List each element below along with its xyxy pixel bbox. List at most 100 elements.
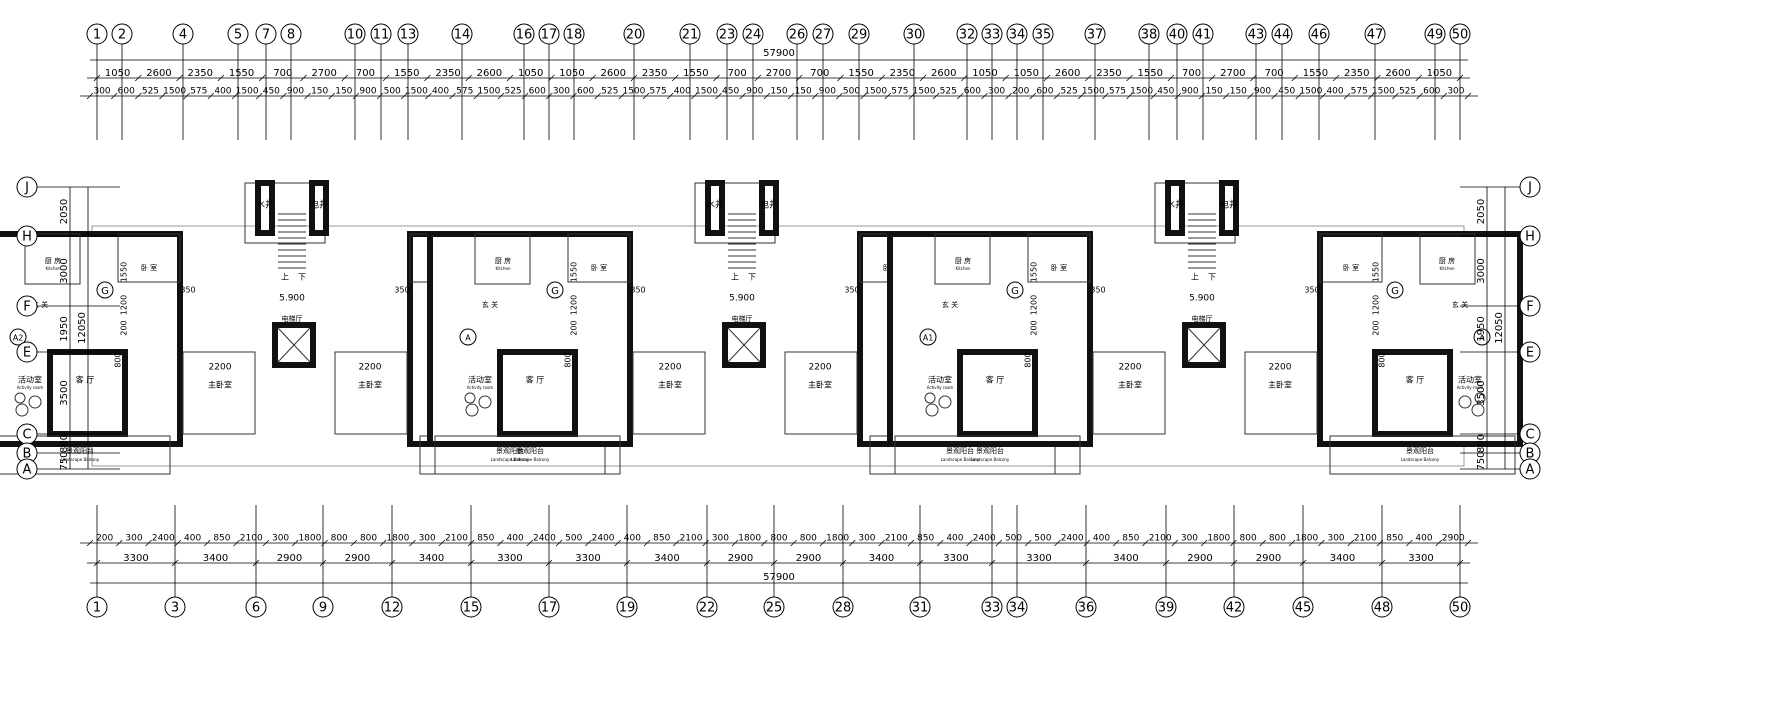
inner-dim-label: 2200: [1269, 363, 1292, 373]
bottom-dim-row1-tick: [291, 539, 299, 547]
inner-dim-label: 800: [1378, 352, 1387, 367]
top-dim-row1-tick: [1456, 74, 1464, 82]
inner-dim-label: 2200: [209, 363, 232, 373]
top-dim-row1-label: 2600: [1385, 68, 1410, 79]
top-dim-row2-label: 1500: [864, 87, 887, 97]
bedroom-wall: [567, 233, 631, 283]
row-axis-label-left: E: [23, 346, 31, 361]
row-axis-label-right: H: [1525, 230, 1535, 245]
top-dim-row2-tick: [715, 92, 722, 100]
bottom-axis-label: 39: [1158, 601, 1175, 616]
furniture-table: [1474, 392, 1486, 404]
top-dim-row2-label: 1500: [695, 87, 718, 97]
bottom-dim-row1-label: 300: [1327, 534, 1344, 544]
right-dim-label: 3500: [1476, 380, 1487, 405]
bottom-dim-row1-tick: [1259, 539, 1267, 547]
inner-dim-label: 350: [1090, 286, 1105, 295]
top-dim-row2-label: 300: [553, 87, 570, 97]
top-dim-row1-label: 700: [810, 68, 829, 79]
top-dim-row1-tick: [589, 74, 596, 82]
bottom-dim-row1-label: 2100: [1354, 534, 1377, 544]
top-axis-label: 11: [373, 28, 390, 43]
bottom-dim-row1-tick: [1171, 539, 1179, 547]
inner-dim-label: 350: [844, 286, 859, 295]
top-dim-row2-tick: [908, 92, 916, 100]
bottom-dim-row1-label: 800: [360, 534, 377, 544]
bottom-dim-row1-tick: [1288, 539, 1296, 547]
top-dim-row1-tick: [1291, 74, 1299, 82]
zone-tag-circle: [546, 281, 564, 299]
top-dim-row2-label: 900: [819, 87, 836, 97]
top-dim-row2-label: 525: [1061, 87, 1078, 97]
top-dim-row1-tick: [1374, 74, 1381, 82]
top-dim-row1-tick: [1126, 74, 1133, 82]
top-dim-row1-tick: [795, 74, 803, 82]
top-dim-row1-tick: [837, 74, 844, 82]
zone-tag-g: G: [551, 286, 559, 297]
bottom-axis-label: 25: [766, 601, 783, 616]
top-dim-row2-label: 150: [795, 87, 812, 97]
bottom-dim-row1-label: 500: [1005, 534, 1022, 544]
bottom-dim-row2-label: 3400: [1330, 553, 1355, 564]
top-dim-row1-label: 1050: [559, 68, 584, 79]
left-dim-total: 12050: [77, 312, 88, 344]
top-dim-row2-tick: [400, 92, 408, 100]
elec-shaft: [759, 180, 779, 236]
top-dim-row2-label: 150: [335, 87, 352, 97]
bottom-dim-row1-label: 400: [624, 534, 641, 544]
top-dim-row1-tick: [300, 74, 307, 82]
row-axis-label-right: B: [1526, 447, 1535, 462]
top-dim-row2-label: 1500: [405, 87, 428, 97]
bottom-dim-row1-label: 400: [1093, 534, 1110, 544]
top-dim-row2-tick: [497, 92, 505, 100]
row-axis-label-left: J: [24, 181, 29, 196]
bottom-dim-row2-tick: [1378, 559, 1386, 567]
inner-dim-label: 350: [180, 286, 195, 295]
top-dim-row1-tick: [1208, 74, 1216, 82]
top-dim-row2-tick: [425, 92, 432, 100]
kitchen-label: 厨 房: [495, 256, 511, 265]
kitchen-wall: [24, 233, 81, 285]
unit-tag-label: A: [465, 334, 471, 343]
bottom-dim-row1-label: 2100: [240, 534, 263, 544]
top-dim-row1-label: 2600: [931, 68, 956, 79]
top-dim-row2-tick: [231, 92, 239, 100]
top-axis-label: 33: [984, 28, 1001, 43]
bottom-dim-row2-tick: [839, 559, 847, 567]
bottom-axis-label: 15: [463, 601, 480, 616]
top-dim-row2-tick: [1126, 92, 1133, 100]
bottom-dim-row1-tick: [731, 539, 739, 547]
furniture-table: [14, 392, 26, 404]
balcony-label: 景观阳台: [496, 446, 524, 455]
top-axis-label: 13: [400, 28, 417, 43]
row-axis-label-left: B: [23, 447, 32, 462]
top-dim-row2-label: 400: [674, 87, 691, 97]
bottom-dim-row1-label: 2100: [1149, 534, 1172, 544]
elec-shaft-label: 电井: [1220, 199, 1238, 211]
zone-tag-circle: [1006, 281, 1024, 299]
lift-hall-label: 电梯厅: [1192, 314, 1213, 323]
inner-dim-label: 1200: [1372, 295, 1381, 315]
top-axis-label: 47: [1367, 28, 1384, 43]
top-dim-row2-tick: [1174, 92, 1182, 100]
top-dim-row1-label: 700: [1182, 68, 1201, 79]
top-axis-label: 5: [234, 28, 242, 43]
top-dim-row1-tick: [1002, 74, 1009, 82]
top-dim-row2-tick: [255, 92, 263, 100]
activity-en-label: Activity room: [1457, 385, 1484, 390]
kitchen-en-label: Kitchen: [495, 266, 510, 271]
top-dim-row2-label: 400: [1326, 87, 1343, 97]
bottom-axis-label: 31: [912, 601, 929, 616]
row-axis-label-right: J: [1527, 181, 1532, 196]
inner-dim-label: 2200: [659, 363, 682, 373]
top-dim-row2-label: 575: [190, 87, 207, 97]
bottom-dim-row1-label: 500: [1034, 534, 1051, 544]
top-dim-row2-tick: [183, 92, 190, 100]
top-axis-label: 44: [1274, 28, 1291, 43]
bottom-dim-row1-tick: [1464, 539, 1472, 547]
bottom-dim-row1-tick: [702, 539, 709, 547]
top-dim-row2-label: 900: [746, 87, 763, 97]
